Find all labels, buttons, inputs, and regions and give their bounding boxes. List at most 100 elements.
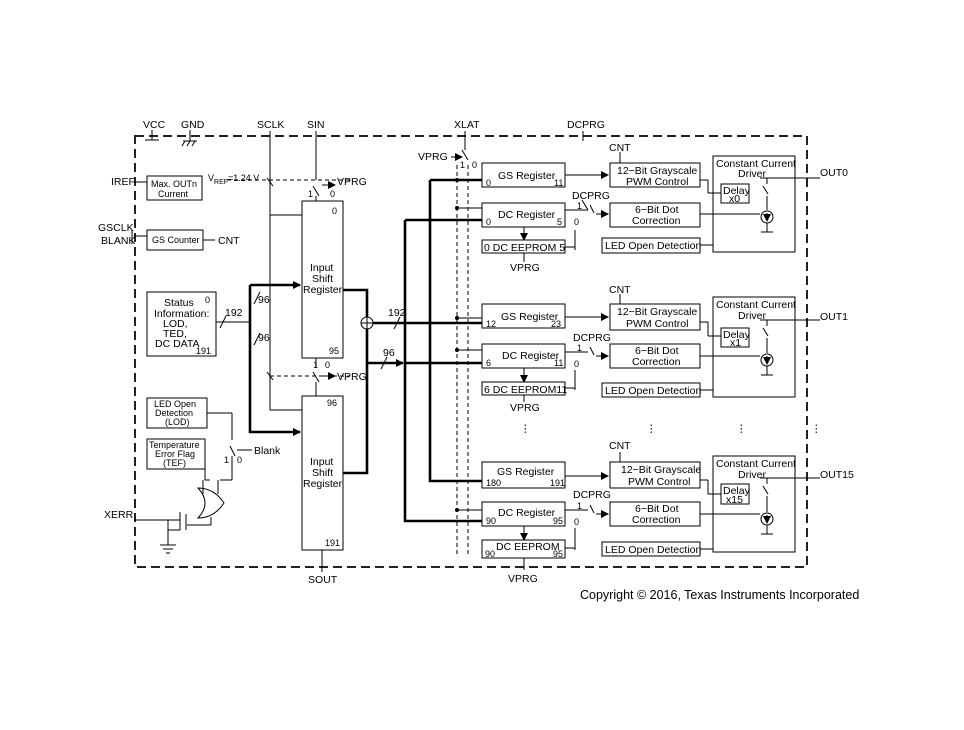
svg-text:DCPRG: DCPRG (572, 190, 610, 202)
svg-text:Shift: Shift (312, 467, 333, 479)
pin-out15: OUT15 (820, 469, 854, 481)
gs-register (481, 461, 566, 489)
svg-text:192: 192 (388, 307, 406, 319)
svg-text:5: 5 (557, 217, 562, 227)
svg-text:TED,: TED, (163, 328, 187, 340)
svg-text:95: 95 (553, 549, 563, 559)
pin-blank: BLANK (101, 235, 135, 247)
svg-text:x15: x15 (726, 494, 743, 506)
svg-text:⋮: ⋮ (520, 423, 531, 435)
svg-text:LED Open: LED Open (154, 399, 196, 409)
svg-text:90: 90 (485, 549, 495, 559)
svg-text:DCPRG: DCPRG (573, 332, 611, 344)
svg-text:VPRG: VPRG (337, 371, 367, 383)
svg-text:Detection: Detection (155, 408, 193, 418)
pin-sin: SIN (307, 119, 325, 131)
svg-text:96: 96 (258, 332, 270, 344)
svg-text:Constant Current: Constant Current (716, 158, 796, 170)
svg-text:GS Register: GS Register (497, 466, 555, 478)
svg-text:(LOD): (LOD) (165, 417, 190, 427)
svg-text:23: 23 (551, 319, 561, 329)
svg-text:Correction: Correction (632, 514, 681, 526)
dot-correction (609, 202, 701, 228)
svg-text:0: 0 (205, 295, 210, 305)
svg-text:CNT: CNT (609, 284, 631, 296)
svg-text:Driver: Driver (738, 469, 767, 481)
svg-text:12−Bit Grayscale: 12−Bit Grayscale (621, 464, 701, 476)
pin-gsclk: GSCLK (98, 222, 134, 234)
svg-text:Shift: Shift (312, 273, 333, 285)
svg-text:x1: x1 (730, 337, 741, 349)
svg-text:95: 95 (553, 516, 563, 526)
svg-text:Current: Current (158, 189, 189, 199)
svg-text:191: 191 (550, 478, 565, 488)
svg-text:95: 95 (329, 346, 339, 356)
gs-pwm-control (609, 162, 701, 188)
svg-text:1: 1 (577, 501, 582, 511)
channel-1: GS Register 12 23 12−Bit Grayscale PWM C… (455, 284, 848, 414)
delay-block (720, 327, 750, 348)
led-open-detection-lod-block (146, 397, 208, 429)
svg-text:6 DC EEPROM11: 6 DC EEPROM11 (484, 384, 567, 396)
svg-text:Temperature: Temperature (149, 440, 200, 450)
svg-text:1: 1 (577, 343, 582, 353)
channel-15: GS Register 180 191 12−Bit Grayscale PWM… (455, 440, 854, 585)
svg-text:GS Register: GS Register (498, 170, 556, 182)
svg-text:Status: Status (164, 297, 194, 309)
svg-text:VPRG: VPRG (337, 176, 367, 188)
svg-text:Input: Input (310, 262, 333, 274)
svg-text:Constant Current: Constant Current (716, 299, 796, 311)
svg-text:GS Counter: GS Counter (152, 235, 200, 245)
pin-iref: IREF (111, 176, 135, 188)
svg-text:0: 0 (472, 160, 477, 170)
pin-out0: OUT0 (820, 167, 848, 179)
svg-text:11: 11 (554, 178, 563, 188)
svg-text:Input: Input (310, 456, 333, 468)
pin-gnd: GND (181, 119, 205, 147)
svg-text:LED Open Detection: LED Open Detection (605, 544, 701, 556)
svg-text:96: 96 (258, 294, 270, 306)
svg-text:0: 0 (574, 217, 579, 227)
svg-text:GS Register: GS Register (501, 311, 559, 323)
svg-text:90: 90 (486, 516, 496, 526)
svg-text:96: 96 (383, 347, 395, 359)
svg-text:Register: Register (303, 478, 343, 490)
svg-text:Delay: Delay (723, 185, 751, 197)
svg-text:11: 11 (554, 358, 563, 368)
svg-text:VPRG: VPRG (418, 151, 448, 163)
gs-register (481, 303, 566, 329)
svg-text:0: 0 (332, 206, 337, 216)
svg-text:6−Bit Dot: 6−Bit Dot (635, 503, 679, 515)
pin-dcprg: DCPRG (567, 119, 605, 131)
max-out-current-block (146, 175, 203, 201)
constant-current-driver (712, 155, 796, 253)
svg-text:1: 1 (224, 455, 229, 465)
svg-text:DC EEPROM: DC EEPROM (496, 541, 560, 553)
input-shift-register-bottom (301, 395, 344, 551)
svg-text:VPRG: VPRG (510, 262, 540, 274)
svg-text:LED Open Detection: LED Open Detection (605, 240, 701, 252)
svg-text:192: 192 (225, 307, 243, 319)
svg-text:96: 96 (327, 398, 337, 408)
svg-text:VPRG: VPRG (508, 573, 538, 585)
svg-text:CNT: CNT (218, 235, 240, 247)
pin-xerr: XERR (104, 509, 134, 521)
svg-text:LED Open Detection: LED Open Detection (605, 385, 701, 397)
svg-text:6−Bit Dot: 6−Bit Dot (635, 204, 679, 216)
svg-text:12: 12 (486, 319, 496, 329)
svg-text:(TEF): (TEF) (163, 458, 186, 468)
dot-correction (609, 501, 701, 527)
svg-text:Constant Current: Constant Current (716, 458, 796, 470)
svg-text:0: 0 (486, 178, 491, 188)
svg-text:1: 1 (308, 189, 313, 199)
svg-text:DC DATA: DC DATA (155, 338, 200, 350)
svg-text:Correction: Correction (632, 356, 681, 368)
svg-text:VPRG: VPRG (510, 402, 540, 414)
svg-text:0: 0 (237, 455, 242, 465)
svg-text:6−Bit Dot: 6−Bit Dot (635, 345, 679, 357)
svg-text:0: 0 (574, 359, 579, 369)
svg-text:0 DC EEPROM 5: 0 DC EEPROM 5 (484, 242, 565, 254)
dc-register (481, 343, 566, 369)
gs-register (481, 162, 566, 188)
